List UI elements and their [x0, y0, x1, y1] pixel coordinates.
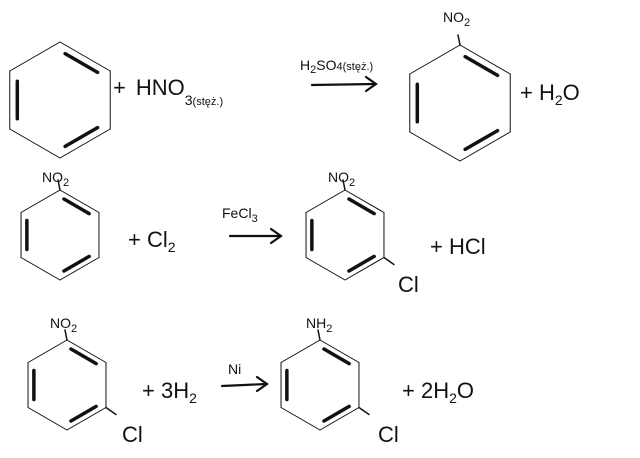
reaction-arrow-3	[220, 375, 269, 393]
substituent-bond	[64, 329, 68, 341]
nitro-group-label: NO2	[328, 169, 355, 189]
substituent-bond	[383, 256, 395, 266]
chloronitrobenzene-ring	[27, 329, 117, 431]
reaction-arrow-2	[228, 227, 283, 245]
single-bond	[305, 257, 346, 281]
single-bond	[59, 257, 100, 281]
byproduct-hcl: + HCl	[430, 234, 486, 259]
reaction-arrow-1	[310, 75, 378, 93]
single-bond	[305, 189, 346, 213]
byproduct-water: + 2H2O	[402, 378, 474, 406]
double-bond	[63, 51, 100, 75]
substituent-bond	[105, 406, 117, 416]
single-bond	[27, 339, 68, 363]
single-bond	[280, 407, 321, 431]
chloro-group-label: Cl	[398, 272, 419, 297]
double-bond	[69, 347, 98, 366]
amino-group-label: NH2	[306, 315, 332, 335]
substituent-bond	[342, 179, 346, 191]
substituent-bond	[358, 406, 370, 416]
double-bond	[62, 254, 91, 273]
single-bond	[66, 339, 107, 363]
single-bond	[9, 128, 61, 159]
nitrobenzene-ring	[409, 34, 511, 162]
byproduct-water: + H2O	[520, 80, 580, 108]
reagent-chlorine: + Cl2	[128, 227, 176, 255]
nitro-group-label: NO2	[42, 169, 69, 189]
single-bond	[344, 257, 385, 281]
double-bond	[463, 128, 500, 152]
benzene-ring	[9, 41, 111, 159]
catalyst-nickel: Ni	[228, 361, 241, 377]
single-bond	[459, 131, 511, 162]
single-bond	[319, 339, 360, 363]
chloronitrobenzene-ring	[305, 179, 395, 281]
single-bond	[59, 189, 100, 213]
single-bond	[66, 407, 107, 431]
single-bond	[344, 189, 385, 213]
double-bond	[69, 404, 98, 423]
catalyst-iron-chloride: FeCl3	[222, 205, 258, 225]
single-bond	[20, 189, 61, 213]
single-bond	[409, 44, 461, 75]
single-bond	[409, 131, 461, 162]
double-bond	[322, 347, 351, 366]
substituent-bond	[317, 329, 321, 341]
single-bond	[59, 128, 111, 159]
reagent-hydrogen: + 3H2	[142, 378, 197, 406]
single-bond	[59, 41, 111, 72]
double-bond	[62, 197, 91, 216]
chloro-group-label: Cl	[122, 422, 143, 447]
double-bond	[322, 404, 351, 423]
chloroaniline-ring	[280, 329, 370, 431]
reagent-nitric-acid: +HNO3(stęż.)	[113, 75, 223, 108]
double-bond	[347, 254, 376, 273]
substituent-bond	[457, 34, 461, 46]
single-bond	[319, 407, 360, 431]
catalyst-sulfuric-acid: H2SO4(stęż.)	[300, 57, 373, 76]
single-bond	[20, 257, 61, 281]
double-bond	[463, 54, 500, 78]
nitrobenzene-ring	[20, 179, 100, 281]
single-bond	[27, 407, 68, 431]
chloro-group-label: Cl	[378, 422, 399, 447]
substituent-bond	[57, 179, 61, 191]
nitro-group-label: NO2	[443, 9, 470, 29]
single-bond	[9, 41, 61, 72]
double-bond	[63, 125, 100, 149]
double-bond	[347, 197, 376, 216]
nitro-group-label: NO2	[50, 315, 77, 335]
single-bond	[459, 44, 511, 75]
single-bond	[280, 339, 321, 363]
